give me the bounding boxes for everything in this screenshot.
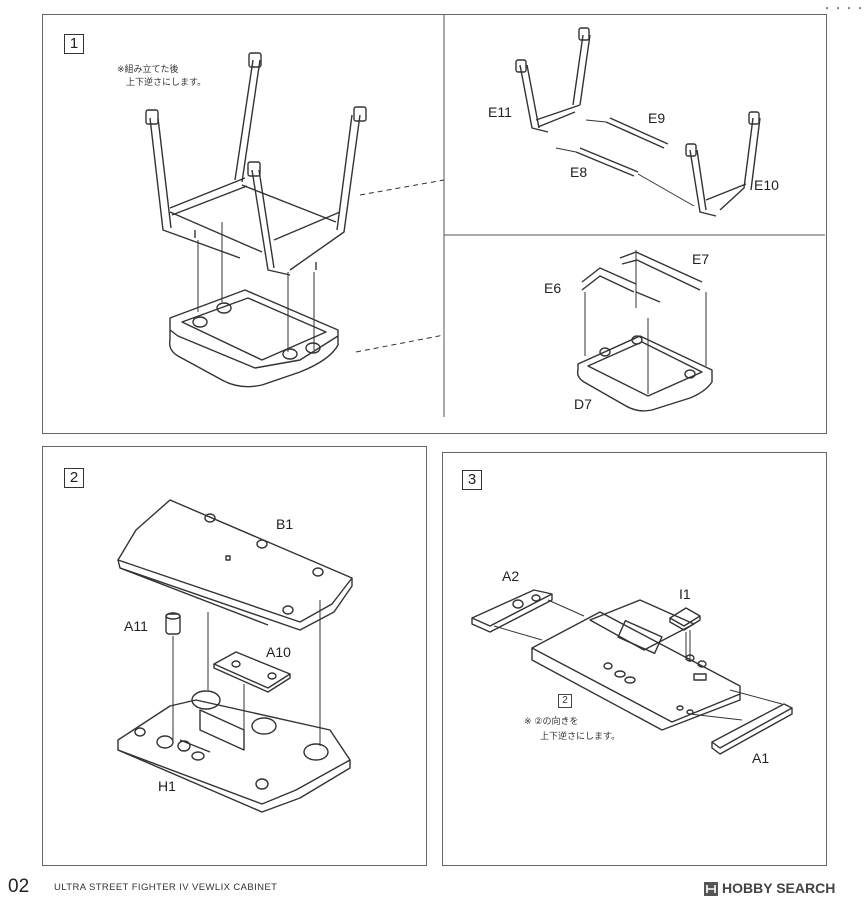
label-a1: A1 bbox=[752, 750, 770, 766]
step1-note-line2: 上下逆さにします。 bbox=[126, 78, 207, 88]
step3-panel bbox=[442, 452, 827, 866]
step1-number: 1 bbox=[64, 34, 84, 54]
step3-ref-step-box: 2 bbox=[558, 694, 572, 708]
label-a11: A11 bbox=[124, 618, 148, 634]
label-e6: E6 bbox=[544, 280, 562, 296]
label-d7: D7 bbox=[574, 396, 592, 412]
label-e11: E11 bbox=[488, 104, 512, 120]
label-i1: I1 bbox=[679, 586, 691, 602]
label-b1: B1 bbox=[276, 516, 294, 532]
label-a2: A2 bbox=[502, 568, 520, 584]
step3-note-line1: ※ ②の向きを bbox=[524, 717, 579, 727]
watermark-text: HOBBY SEARCH bbox=[722, 880, 836, 896]
label-e9: E9 bbox=[648, 110, 666, 126]
step3-number: 3 bbox=[462, 470, 482, 490]
top-marks: ・・・・・ bbox=[822, 4, 864, 15]
step1-panel bbox=[42, 14, 827, 434]
step1-note-line1: ※組み立てた後 bbox=[117, 65, 179, 75]
label-a10: A10 bbox=[266, 644, 291, 660]
hobby-search-logo-icon bbox=[704, 882, 718, 896]
label-e7: E7 bbox=[692, 251, 710, 267]
label-e8: E8 bbox=[570, 164, 588, 180]
step2-number: 2 bbox=[64, 468, 84, 488]
step3-note-line2: 上下逆さにします。 bbox=[540, 732, 621, 742]
page-number: 02 bbox=[8, 876, 30, 897]
label-h1: H1 bbox=[158, 778, 176, 794]
footer-title: ULTRA STREET FIGHTER IV VEWLIX CABINET bbox=[54, 882, 278, 893]
label-e10: E10 bbox=[754, 177, 779, 193]
step2-panel bbox=[42, 446, 427, 866]
